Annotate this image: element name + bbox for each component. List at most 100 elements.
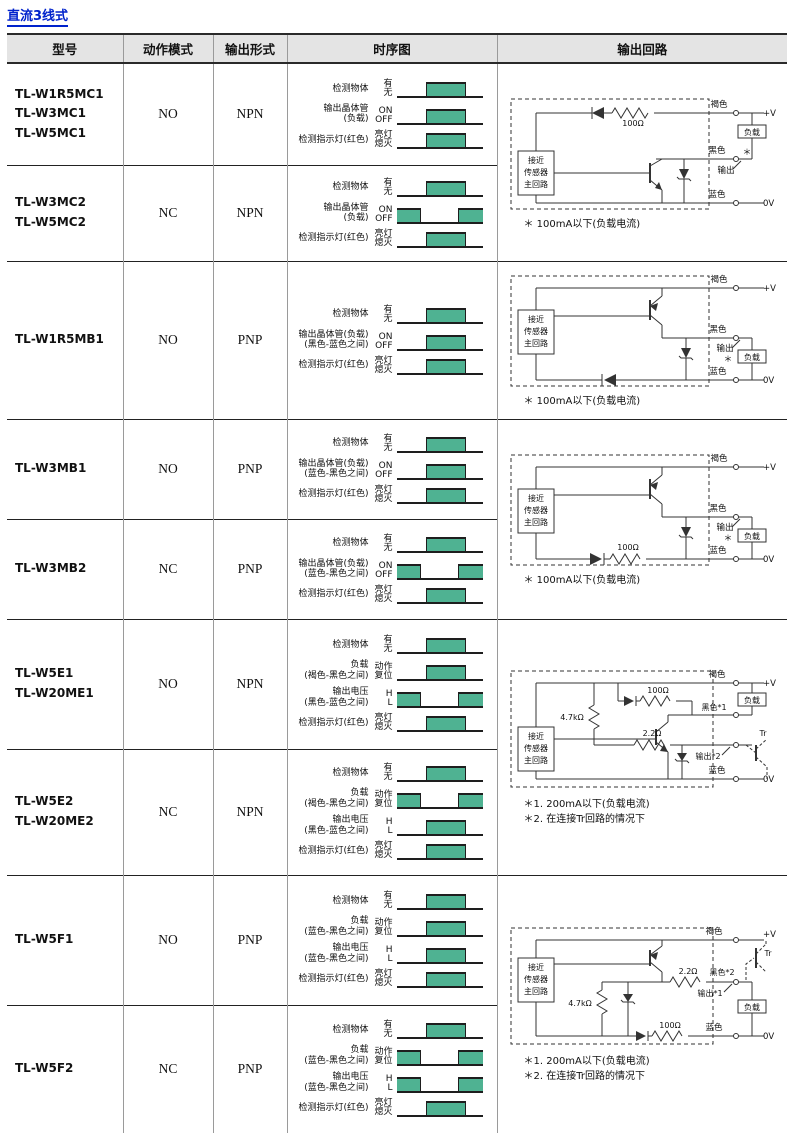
signal-low-label: 熄灭: [374, 722, 393, 732]
col-header-model: 型号: [7, 33, 123, 64]
signal-label: 检测物体: [332, 538, 369, 549]
wire-label-brown: 褐色: [711, 274, 729, 285]
waveform: [396, 1023, 483, 1040]
timing-signal: 检测指示灯(红色) 亮灯熄灭: [298, 129, 483, 149]
signal-low-label: OFF: [375, 114, 393, 125]
timing-signal: 负载(蓝色-黑色之间) 动作复位: [304, 1045, 483, 1067]
signal-high-label: 亮灯: [374, 355, 393, 366]
signal-low-label: 熄灭: [374, 138, 393, 149]
wire-label-black: 黑色: [710, 503, 728, 514]
model-label: TL-W5MC2: [15, 215, 86, 229]
circuit-note: ＊ 100mA以下(负载电流): [523, 218, 641, 230]
sensor-box-label: 接近: [528, 155, 544, 165]
model-label: TL-W3MB1: [15, 461, 87, 476]
circuit-wiring: [510, 98, 767, 209]
signal-label: 检测指示灯(红色): [298, 973, 369, 984]
resistor-value: 4.7kΩ: [561, 713, 584, 722]
output-type-cell: PNP: [212, 260, 287, 419]
signal-label: 检测指示灯(红色): [298, 717, 369, 728]
waveform: [396, 692, 483, 708]
timing-signal: 检测物体 有无: [332, 78, 483, 98]
table-row: TL-W5F2 NC PNP 检测物体 有无 负载(蓝色-黑色之间) 动作复位: [7, 1004, 787, 1133]
resistor-value: 2.2Ω: [643, 729, 662, 738]
external-transistor-label: Tr: [764, 949, 773, 958]
signal-high-label: ON: [378, 105, 393, 116]
signal-high-label: 有: [383, 533, 393, 544]
col-header-output-type: 输出形式: [212, 33, 287, 64]
circuit-wiring: [510, 670, 768, 788]
timing-signal: 负载(蓝色-黑色之间) 动作复位: [304, 916, 483, 937]
zero-volt-label: 0V: [763, 199, 774, 209]
signal-high-label: 有: [383, 78, 393, 89]
signal-high-label: 有: [383, 1020, 393, 1031]
signal-label: 检测物体: [332, 895, 369, 906]
mode-cell: NO: [122, 874, 213, 1005]
star-marker: ＊: [724, 534, 733, 544]
waveform: [396, 948, 483, 964]
resistor-value: 100Ω: [648, 686, 669, 695]
signal-high-label: 有: [383, 304, 393, 315]
sensor-box-label: 接近: [528, 314, 544, 324]
signal-label: 检测指示灯(红色): [298, 360, 369, 371]
circuit-wiring: [510, 275, 767, 387]
model-cell: TL-W1R5MC1 TL-W3MC1 TL-W5MC1: [7, 62, 123, 165]
circuit-note: ＊ 100mA以下(负载电流): [523, 575, 641, 587]
output-circuit-diagram-pnp-f: 接近 传感器 主回路 100Ω 4.7kΩ 2.2Ω 褐色 +V 黑色*2 输出…: [510, 926, 776, 1045]
signal-low-label: 熄灭: [374, 978, 393, 988]
model-label: TL-W5F1: [15, 932, 74, 947]
wire-label-brown: 褐色: [706, 926, 724, 937]
zero-volt-label: 0V: [763, 1032, 774, 1042]
model-cell: TL-W5F2: [7, 1004, 123, 1133]
signal-label: 检测物体: [332, 438, 369, 449]
signal-high-label: 亮灯: [374, 129, 393, 140]
resistor-value: 100Ω: [660, 1021, 681, 1030]
section-title: 直流3线式: [7, 5, 69, 27]
output-circuit-diagram-pnp: 接近 传感器 主回路 褐色 +V 黑色 输出 ＊ 负载 蓝色 0V: [510, 274, 776, 387]
sensor-box-label: 接近: [528, 962, 544, 972]
output-circuit-diagram-npn: 接近 传感器 主回路 100Ω 褐色 +V 黑色 ＊ 输出 负载 蓝色 0V: [510, 98, 776, 209]
output-label: 输出: [717, 343, 734, 354]
signal-low-label: 熄灭: [374, 850, 393, 860]
resistor-value: 100Ω: [623, 119, 644, 128]
load-label: 负载: [744, 1002, 760, 1012]
waveform: [396, 844, 483, 860]
signal-low-label: 无: [383, 1029, 393, 1040]
signal-label: 输出晶体管: [323, 103, 369, 114]
signal-sublabel: (蓝色-黑色之间): [304, 569, 369, 579]
table-row: TL-W5E1 TL-W20ME1 NO NPN 检测物体 有无 负载(褐色-黑…: [7, 618, 787, 875]
signal-sublabel: (蓝色-黑色之间): [304, 926, 369, 937]
circuit-note: ＊1. 200mA以下(负载电流): [523, 799, 650, 810]
signal-high-label: 亮灯: [374, 228, 393, 239]
spec-table: 型号 动作模式 输出形式 时序图 输出回路 TL-W1R5MC1 TL-W3MC…: [7, 33, 787, 1133]
signal-label: 负载: [350, 660, 369, 670]
waveform: [396, 132, 483, 149]
output-type-cell: PNP: [212, 418, 287, 519]
signal-low-label: 无: [383, 542, 393, 553]
wire-label-brown: 褐色: [709, 669, 727, 680]
model-cell: TL-W3MB2: [7, 518, 123, 619]
waveform: [396, 972, 483, 988]
timing-signal: 检测物体 有无: [332, 1020, 483, 1040]
signal-label: 检测物体: [332, 83, 369, 94]
waveform: [396, 436, 483, 453]
model-label: TL-W20ME2: [15, 814, 94, 828]
model-label: TL-W5E2: [15, 794, 74, 809]
waveform: [396, 716, 483, 732]
signal-low-label: 无: [383, 87, 393, 98]
star-marker: ＊: [724, 355, 733, 365]
signal-label: 检测指示灯(红色): [298, 233, 369, 244]
timing-signal: 检测指示灯(红色) 亮灯熄灭: [298, 1099, 483, 1118]
signal-label: 检测物体: [332, 639, 369, 650]
output-type-cell: PNP: [212, 874, 287, 1005]
output-label: 输出*2: [696, 751, 721, 761]
signal-label: 输出电压: [332, 815, 369, 825]
output-circuit-cell: 接近 传感器 主回路 100Ω 4.7kΩ 2.2Ω 褐色 +V 黑色*2 输出…: [496, 874, 787, 1133]
signal-high-label: 亮灯: [374, 484, 393, 495]
